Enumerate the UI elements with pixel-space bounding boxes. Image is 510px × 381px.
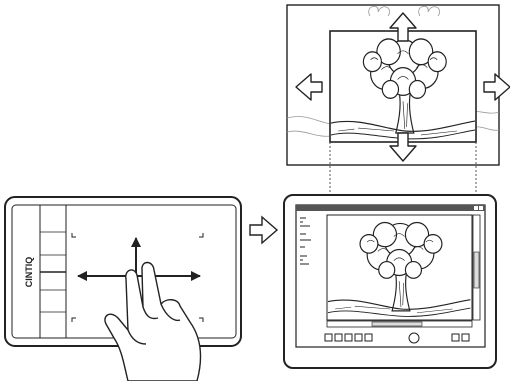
home-button-icon[interactable] — [408, 332, 420, 344]
bottom-right-button-1[interactable] — [451, 333, 460, 342]
vertical-scroll-thumb[interactable] — [473, 251, 480, 289]
tool-palette — [300, 217, 311, 265]
bottom-button-5[interactable] — [364, 333, 373, 342]
horizontal-scroll-thumb[interactable] — [371, 321, 423, 327]
bottom-button-4[interactable] — [354, 333, 363, 342]
active-area-corner-marks — [71, 233, 204, 322]
expanded-canvas-view — [286, 4, 510, 166]
bottom-button-1[interactable] — [324, 333, 333, 342]
app-title-bar — [296, 205, 485, 211]
pan-right-arrow-icon — [483, 73, 510, 101]
pan-up-arrow-icon — [389, 12, 417, 42]
bottom-right-button-2[interactable] — [461, 333, 470, 342]
pan-down-arrow-icon — [389, 132, 417, 162]
pen-display-monitor — [283, 194, 497, 369]
right-arrow-icon — [249, 215, 279, 245]
window-close-icon[interactable] — [479, 206, 483, 210]
bottom-button-row — [324, 332, 470, 344]
pan-left-arrow-icon — [295, 73, 323, 101]
express-key-strip — [39, 205, 67, 338]
window-minimize-icon[interactable] — [474, 206, 478, 210]
bottom-button-3[interactable] — [344, 333, 353, 342]
tablet-brand-label: CINTIQ — [24, 257, 34, 288]
bottom-button-2[interactable] — [334, 333, 343, 342]
two-finger-hand-icon — [104, 261, 202, 381]
